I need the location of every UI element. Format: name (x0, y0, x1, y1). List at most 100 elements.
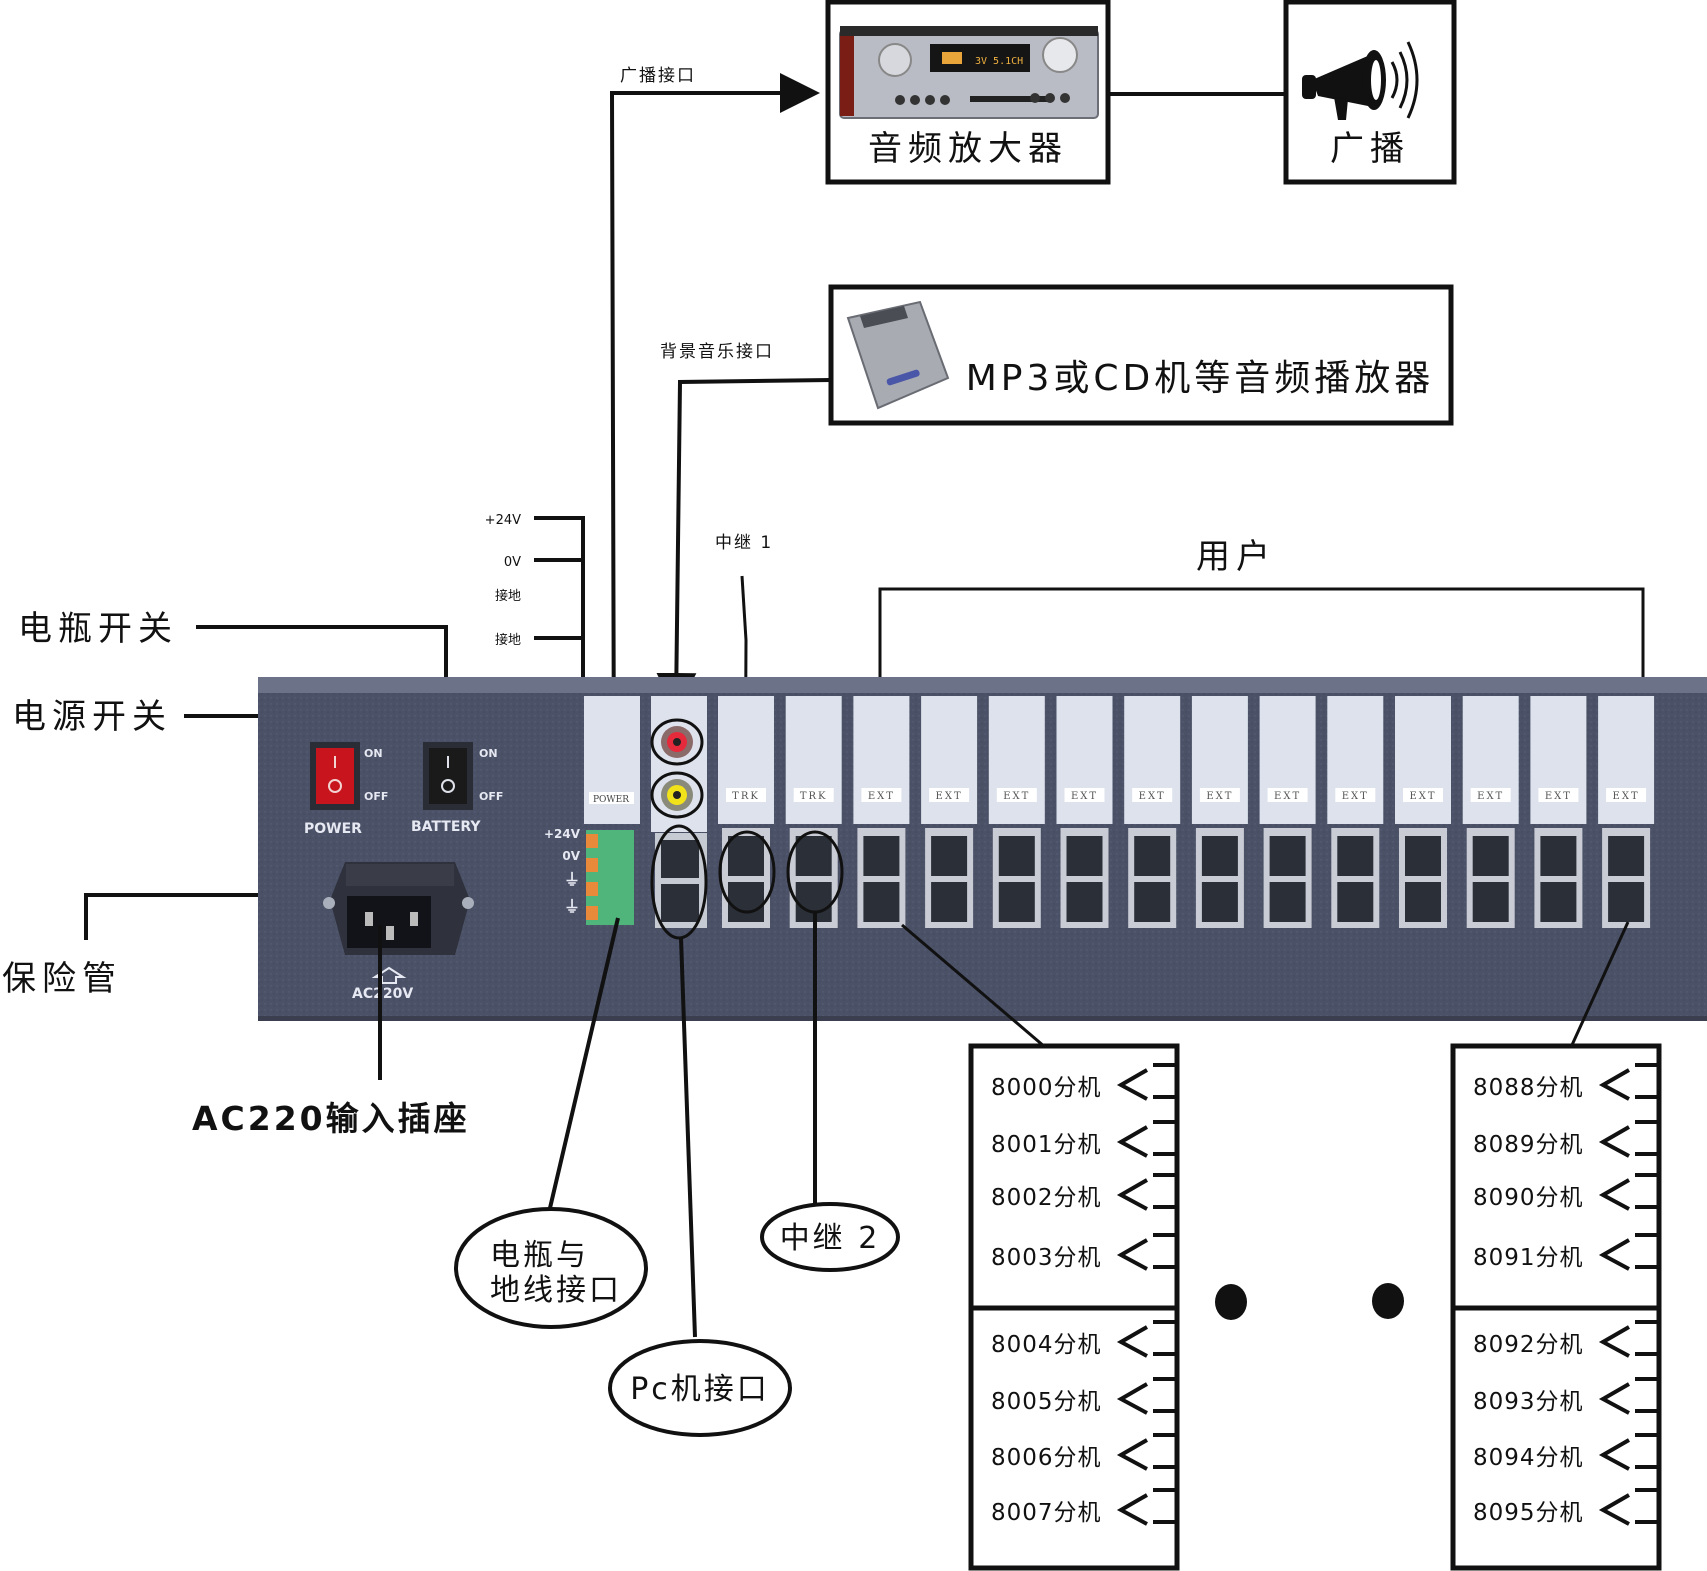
power-card-label: POWER (593, 795, 629, 805)
extension-card: EXT (853, 696, 910, 928)
broadcast-rca-jack[interactable] (650, 771, 704, 819)
extension-label: 8092分机 (1473, 1332, 1584, 1358)
phone-jack-icon (1598, 1488, 1657, 1526)
amplifier-icon: 3V 5.1CH (839, 26, 1099, 119)
phone-jack-icon (1598, 1173, 1657, 1211)
rj45-port[interactable] (1060, 828, 1109, 928)
battery-switch[interactable]: ON OFF BATTERY (411, 742, 503, 835)
terminal-label-ground2: 接地 (495, 632, 521, 648)
phone-jack-icon (1116, 1488, 1175, 1526)
fuse-holder (346, 864, 454, 886)
extension-row: 8093分机 (1473, 1377, 1657, 1415)
trunk1-highlight (718, 830, 776, 914)
phone-jack-icon (1116, 1433, 1175, 1471)
extension-card: EXT (1191, 696, 1248, 928)
rj45-port[interactable] (1195, 828, 1244, 928)
extension-label: 8091分机 (1473, 1245, 1584, 1271)
card-label: EXT (1003, 791, 1030, 802)
extension-card: EXT (1462, 696, 1519, 928)
battery-switch-label: 电瓶开关 (18, 609, 178, 649)
rj45-port[interactable] (1602, 828, 1651, 928)
card-label: EXT (936, 791, 963, 802)
extension-label: 8006分机 (991, 1445, 1102, 1471)
extension-row: 8090分机 (1473, 1173, 1657, 1211)
extension-row: 8005分机 (991, 1377, 1175, 1415)
terminal-label-24v: +24V (485, 513, 521, 528)
extension-row: 8003分机 (991, 1233, 1175, 1271)
ac-inlet: AC220V (323, 862, 474, 1002)
trunk2-callout (760, 1202, 900, 1272)
extension-card: EXT (1395, 696, 1451, 928)
ground-icon: ⏚ (564, 870, 580, 889)
rj45-port[interactable] (789, 828, 838, 928)
extension-row: 8002分机 (991, 1173, 1175, 1211)
audio-player-label: MP3或CD机等音频播放器 (966, 358, 1435, 399)
power-switch[interactable]: ON OFF POWER (304, 742, 388, 837)
extension-group: 8000分机 8001分机 8002分机 8003分机 8004分机 8005分机 8006… (968, 1043, 1180, 1571)
users-label: 用户 (1196, 537, 1276, 577)
rj45-port[interactable] (992, 828, 1041, 928)
extension-card: EXT (988, 696, 1045, 928)
extension-label: 8002分机 (991, 1185, 1102, 1211)
card-label: EXT (1545, 791, 1572, 802)
terminal-label-ground1: 接地 (495, 588, 521, 604)
card-label: EXT (868, 791, 895, 802)
ac220v-panel-label: AC220V (352, 986, 413, 1002)
rj45-port[interactable] (925, 828, 974, 928)
extension-label: 8005分机 (991, 1389, 1102, 1415)
terminal-label-0v: 0V (504, 555, 521, 570)
extension-row: 8092分机 (1473, 1320, 1657, 1358)
rj45-port[interactable] (1263, 828, 1312, 928)
card-label: EXT (1071, 791, 1098, 802)
rj45-port[interactable] (1466, 828, 1515, 928)
extension-label: 8007分机 (991, 1500, 1102, 1526)
ellipsis-dot (1372, 1283, 1404, 1319)
extension-row: 8095分机 (1473, 1488, 1657, 1526)
extension-card: EXT (1056, 696, 1113, 928)
megaphone-icon (1302, 41, 1419, 120)
svg-text:3V 5.1CH: 3V 5.1CH (975, 56, 1023, 67)
rj45-port[interactable] (1399, 828, 1447, 928)
rj45-port[interactable] (1331, 828, 1380, 928)
broadcast-label: 广播 (1330, 129, 1410, 169)
battery-terminal-block[interactable]: +24V 0V ⏚ ⏚ (544, 827, 634, 925)
phone-jack-icon (1598, 1120, 1657, 1158)
extension-row: 8001分机 (991, 1120, 1175, 1158)
phone-jack-icon (1116, 1233, 1175, 1271)
audio-pc-card (650, 696, 707, 832)
ext-group1-line (901, 923, 1053, 1055)
extension-row: 8091分机 (1473, 1233, 1657, 1271)
phone-jack-icon (1116, 1320, 1175, 1358)
phone-jack-icon (1116, 1173, 1175, 1211)
phone-jack-icon (1116, 1377, 1175, 1415)
phone-jack-icon (1116, 1120, 1175, 1158)
trunk-card: TRK (718, 696, 774, 928)
extension-group: 8088分机8089分机8090分机8091分机8092分机8093分机8094… (1450, 1043, 1662, 1571)
ac-input-label: AC220输入插座 (192, 1099, 470, 1138)
extension-card: EXT (1124, 696, 1181, 928)
phone-jack-icon (1598, 1063, 1657, 1101)
rj45-port[interactable] (1128, 828, 1177, 928)
battery-ground-label-line1: 电瓶与 (490, 1238, 589, 1273)
card-label: EXT (1274, 791, 1301, 802)
rj45-port[interactable] (1534, 828, 1583, 928)
battery-ground-label-line2: 地线接口 (490, 1273, 622, 1308)
extension-row: 8006分机 (991, 1433, 1175, 1471)
pc-port-line (679, 937, 697, 1338)
bgm-rca-jack[interactable] (650, 718, 704, 766)
extension-label: 8000分机 (991, 1075, 1102, 1101)
extension-card: EXT (921, 696, 978, 928)
rj45-port[interactable] (857, 828, 906, 928)
power-switch-panel-label: POWER (304, 821, 362, 837)
power-off-label: OFF (364, 790, 388, 803)
card-label: EXT (1477, 791, 1504, 802)
extension-card: EXT (1327, 696, 1384, 928)
pc-port[interactable] (650, 824, 708, 940)
extension-row: 8007分机 (991, 1488, 1175, 1526)
power-switch-label: 电源开关 (12, 697, 172, 737)
extension-row: 8004分机 (991, 1320, 1175, 1358)
ellipsis-dot (1215, 1284, 1247, 1320)
audio-player-box: MP3或CD机等音频播放器 (828, 284, 1454, 426)
